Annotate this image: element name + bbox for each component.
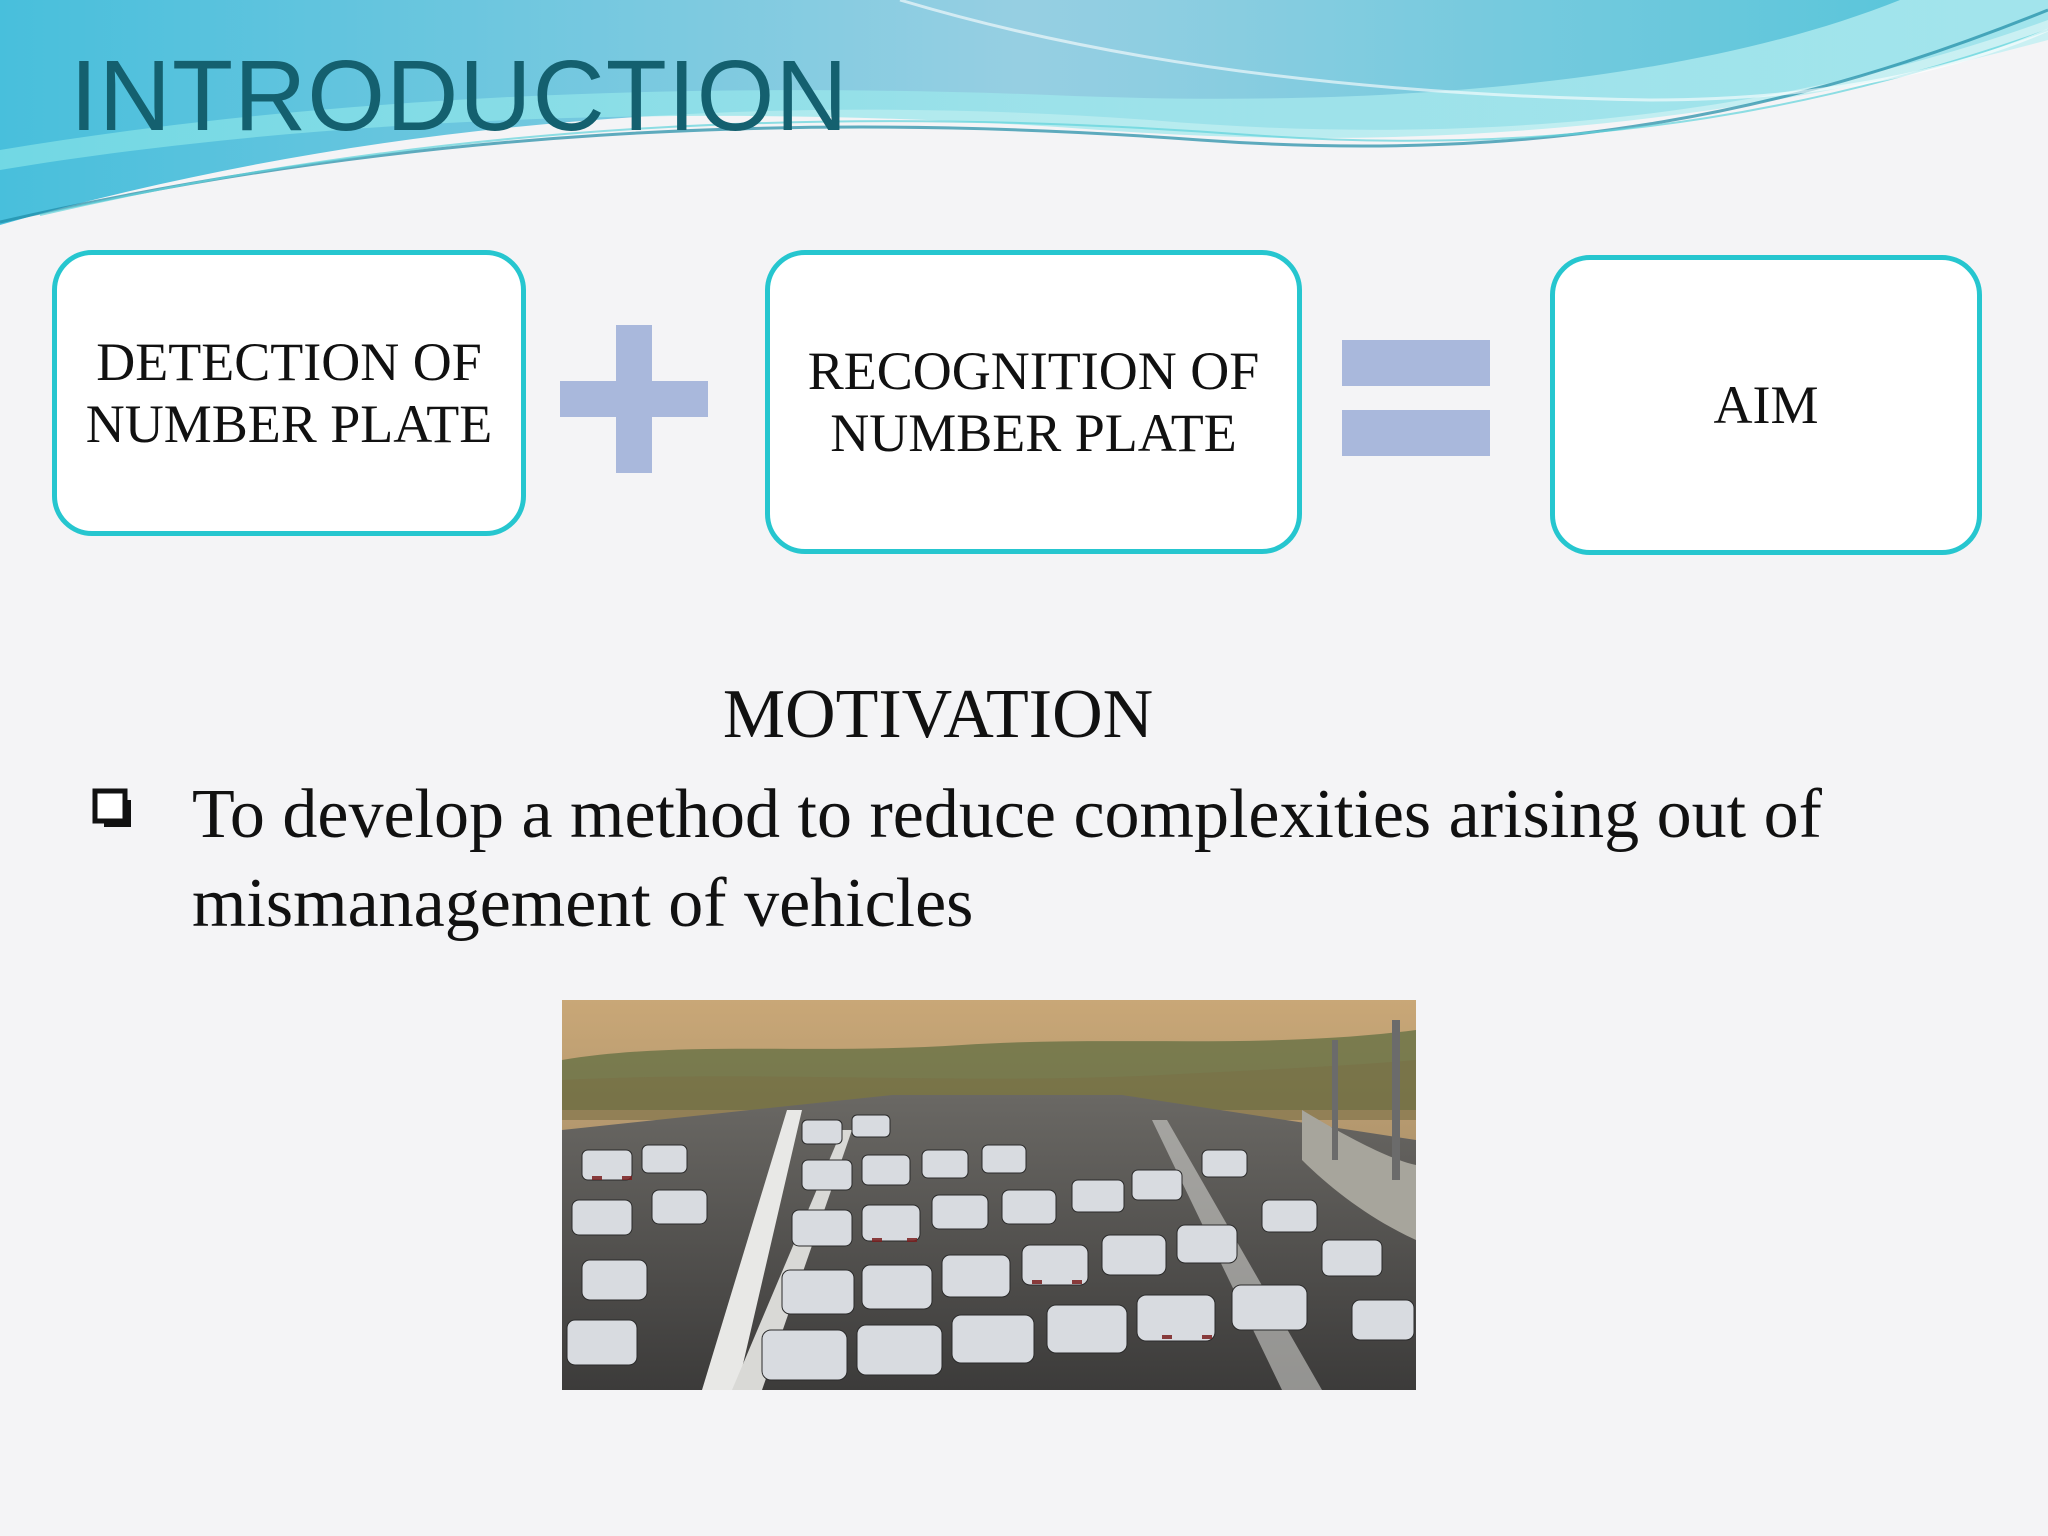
- slide-title: INTRODUCTION: [70, 40, 849, 152]
- checkbox-bullet-icon: [92, 788, 131, 827]
- detection-label: DETECTION OF NUMBER PLATE: [85, 331, 493, 454]
- aim-box: AIM: [1550, 255, 1982, 555]
- equals-icon: [1342, 340, 1490, 456]
- recognition-box: RECOGNITION OF NUMBER PLATE: [765, 250, 1302, 554]
- bullet-text: To develop a method to reduce complexiti…: [192, 776, 1822, 942]
- motivation-heading: MOTIVATION: [722, 676, 1154, 753]
- header-wave-decoration: [0, 0, 2048, 225]
- traffic-jam-photo: [562, 1000, 1416, 1390]
- aim-label: AIM: [1713, 374, 1819, 435]
- recognition-label: RECOGNITION OF NUMBER PLATE: [807, 340, 1260, 463]
- plus-icon: [560, 325, 708, 473]
- detection-box: DETECTION OF NUMBER PLATE: [52, 250, 526, 536]
